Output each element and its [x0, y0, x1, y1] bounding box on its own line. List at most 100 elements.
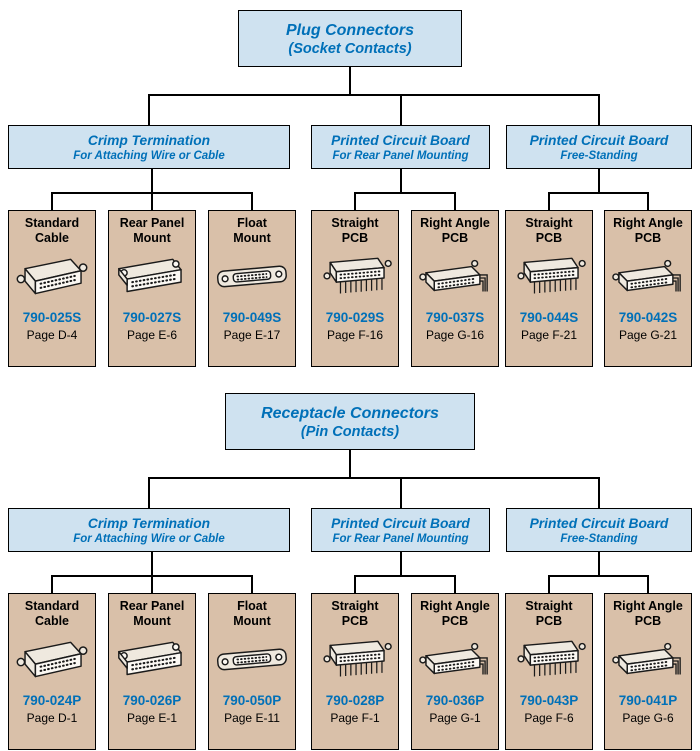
tree-line	[400, 552, 402, 576]
plug-root-box: Plug Connectors (Socket Contacts)	[238, 10, 462, 67]
tree-line	[354, 577, 356, 593]
page-reference: Page E-1	[126, 711, 178, 725]
product-figure	[9, 248, 95, 308]
part-number: 790-024P	[22, 693, 82, 708]
page-reference: Page F-1	[330, 711, 380, 725]
receptacle-branch-pcb-rear: Printed Circuit Board For Rear Panel Mou…	[311, 508, 490, 552]
part-number: 790-042S	[618, 310, 678, 325]
tree-line	[400, 479, 402, 508]
product-figure	[312, 631, 398, 691]
product-figure	[506, 248, 592, 308]
straight-pcb-connector-icon	[315, 250, 395, 306]
part-number: 790-028P	[325, 693, 385, 708]
part-number: 790-043P	[519, 693, 579, 708]
product-title: Float Mount	[233, 216, 271, 245]
page-reference: Page E-11	[224, 711, 280, 725]
branch-title: Crimp Termination	[87, 133, 211, 149]
product-figure	[312, 248, 398, 308]
right-angle-pcb-connector-icon	[415, 633, 495, 689]
product-title: Straight PCB	[525, 216, 573, 245]
page-reference: Page E-6	[126, 328, 178, 342]
branch-title: Printed Circuit Board	[331, 133, 470, 149]
product-title: Standard Cable	[24, 599, 80, 628]
product-card-790-049S: Float Mount 790-049S Page E-17	[208, 210, 296, 367]
part-number: 790-025S	[22, 310, 82, 325]
tree-line	[251, 194, 253, 210]
product-card-790-024P: Standard Cable 790-024P Page D-1	[8, 593, 96, 750]
receptacle-branch-pcb-free: Printed Circuit Board Free-Standing	[506, 508, 692, 552]
branch-subtitle: For Attaching Wire or Cable	[73, 149, 225, 162]
product-title: Straight PCB	[331, 599, 379, 628]
rear-panel-mount-connector-icon	[112, 633, 192, 689]
receptacle-branch-crimp: Crimp Termination For Attaching Wire or …	[8, 508, 290, 552]
product-figure	[109, 248, 195, 308]
branch-subtitle: For Attaching Wire or Cable	[73, 532, 225, 545]
tree-line	[148, 477, 600, 479]
product-title: Right Angle PCB	[613, 216, 683, 245]
tree-line	[151, 552, 153, 576]
product-card-790-044S: Straight PCB 790-044S Page F-21	[505, 210, 593, 367]
product-figure	[412, 631, 498, 691]
product-card-790-041P: Right Angle PCB 790-041P Page G-6	[604, 593, 692, 750]
product-title: Right Angle PCB	[420, 599, 490, 628]
tree-line	[151, 577, 153, 593]
product-figure	[109, 631, 195, 691]
straight-pcb-connector-icon	[509, 633, 589, 689]
branch-title: Printed Circuit Board	[529, 133, 669, 149]
tree-line	[354, 575, 456, 577]
branch-subtitle: For Rear Panel Mounting	[332, 532, 469, 545]
tree-line	[647, 577, 649, 593]
product-card-790-037S: Right Angle PCB 790-037S Page G-16	[411, 210, 499, 367]
tree-line	[354, 192, 456, 194]
part-number: 790-037S	[425, 310, 485, 325]
standard-cable-connector-icon	[12, 250, 92, 306]
receptacle-root-box: Receptacle Connectors (Pin Contacts)	[225, 393, 475, 450]
product-card-790-036P: Right Angle PCB 790-036P Page G-1	[411, 593, 499, 750]
product-card-790-029S: Straight PCB 790-029S Page F-16	[311, 210, 399, 367]
product-title: Standard Cable	[24, 216, 80, 245]
product-card-790-050P: Float Mount 790-050P Page E-11	[208, 593, 296, 750]
tree-line	[148, 96, 150, 125]
tree-line	[148, 94, 600, 96]
product-figure	[209, 631, 295, 691]
page-reference: Page G-16	[425, 328, 485, 342]
tree-line	[151, 169, 153, 193]
part-number: 790-036P	[425, 693, 485, 708]
tree-line	[51, 192, 253, 194]
tree-line	[148, 479, 150, 508]
page-reference: Page F-16	[326, 328, 384, 342]
page-reference: Page G-21	[618, 328, 678, 342]
product-figure	[605, 631, 691, 691]
product-card-790-027S: Rear Panel Mount 790-027S Page E-6	[108, 210, 196, 367]
tree-line	[400, 96, 402, 125]
tree-line	[454, 577, 456, 593]
tree-line	[51, 575, 253, 577]
product-title: Straight PCB	[331, 216, 379, 245]
branch-subtitle: Free-Standing	[560, 532, 638, 545]
right-angle-pcb-connector-icon	[415, 250, 495, 306]
tree-line	[548, 192, 649, 194]
branch-subtitle: Free-Standing	[560, 149, 638, 162]
page-reference: Page G-1	[429, 711, 481, 725]
part-number: 790-026P	[122, 693, 182, 708]
product-card-790-028P: Straight PCB 790-028P Page F-1	[311, 593, 399, 750]
product-figure	[605, 248, 691, 308]
plug-branch-pcb-rear: Printed Circuit Board For Rear Panel Mou…	[311, 125, 490, 169]
plug-branch-pcb-free: Printed Circuit Board Free-Standing	[506, 125, 692, 169]
right-angle-pcb-connector-icon	[608, 633, 688, 689]
tree-line	[548, 577, 550, 593]
receptacle-root-title: Receptacle Connectors	[261, 404, 439, 422]
right-angle-pcb-connector-icon	[608, 250, 688, 306]
product-title: Rear Panel Mount	[119, 216, 185, 245]
page-reference: Page E-17	[223, 328, 281, 342]
tree-line	[548, 575, 649, 577]
product-title: Rear Panel Mount	[119, 599, 185, 628]
tree-line	[598, 479, 600, 508]
tree-line	[598, 552, 600, 576]
tree-line	[598, 96, 600, 125]
plug-root-title: Plug Connectors	[285, 21, 414, 39]
plug-branch-crimp: Crimp Termination For Attaching Wire or …	[8, 125, 290, 169]
page-reference: Page F-21	[520, 328, 578, 342]
tree-line	[349, 67, 351, 94]
product-card-790-042S: Right Angle PCB 790-042S Page G-21	[604, 210, 692, 367]
